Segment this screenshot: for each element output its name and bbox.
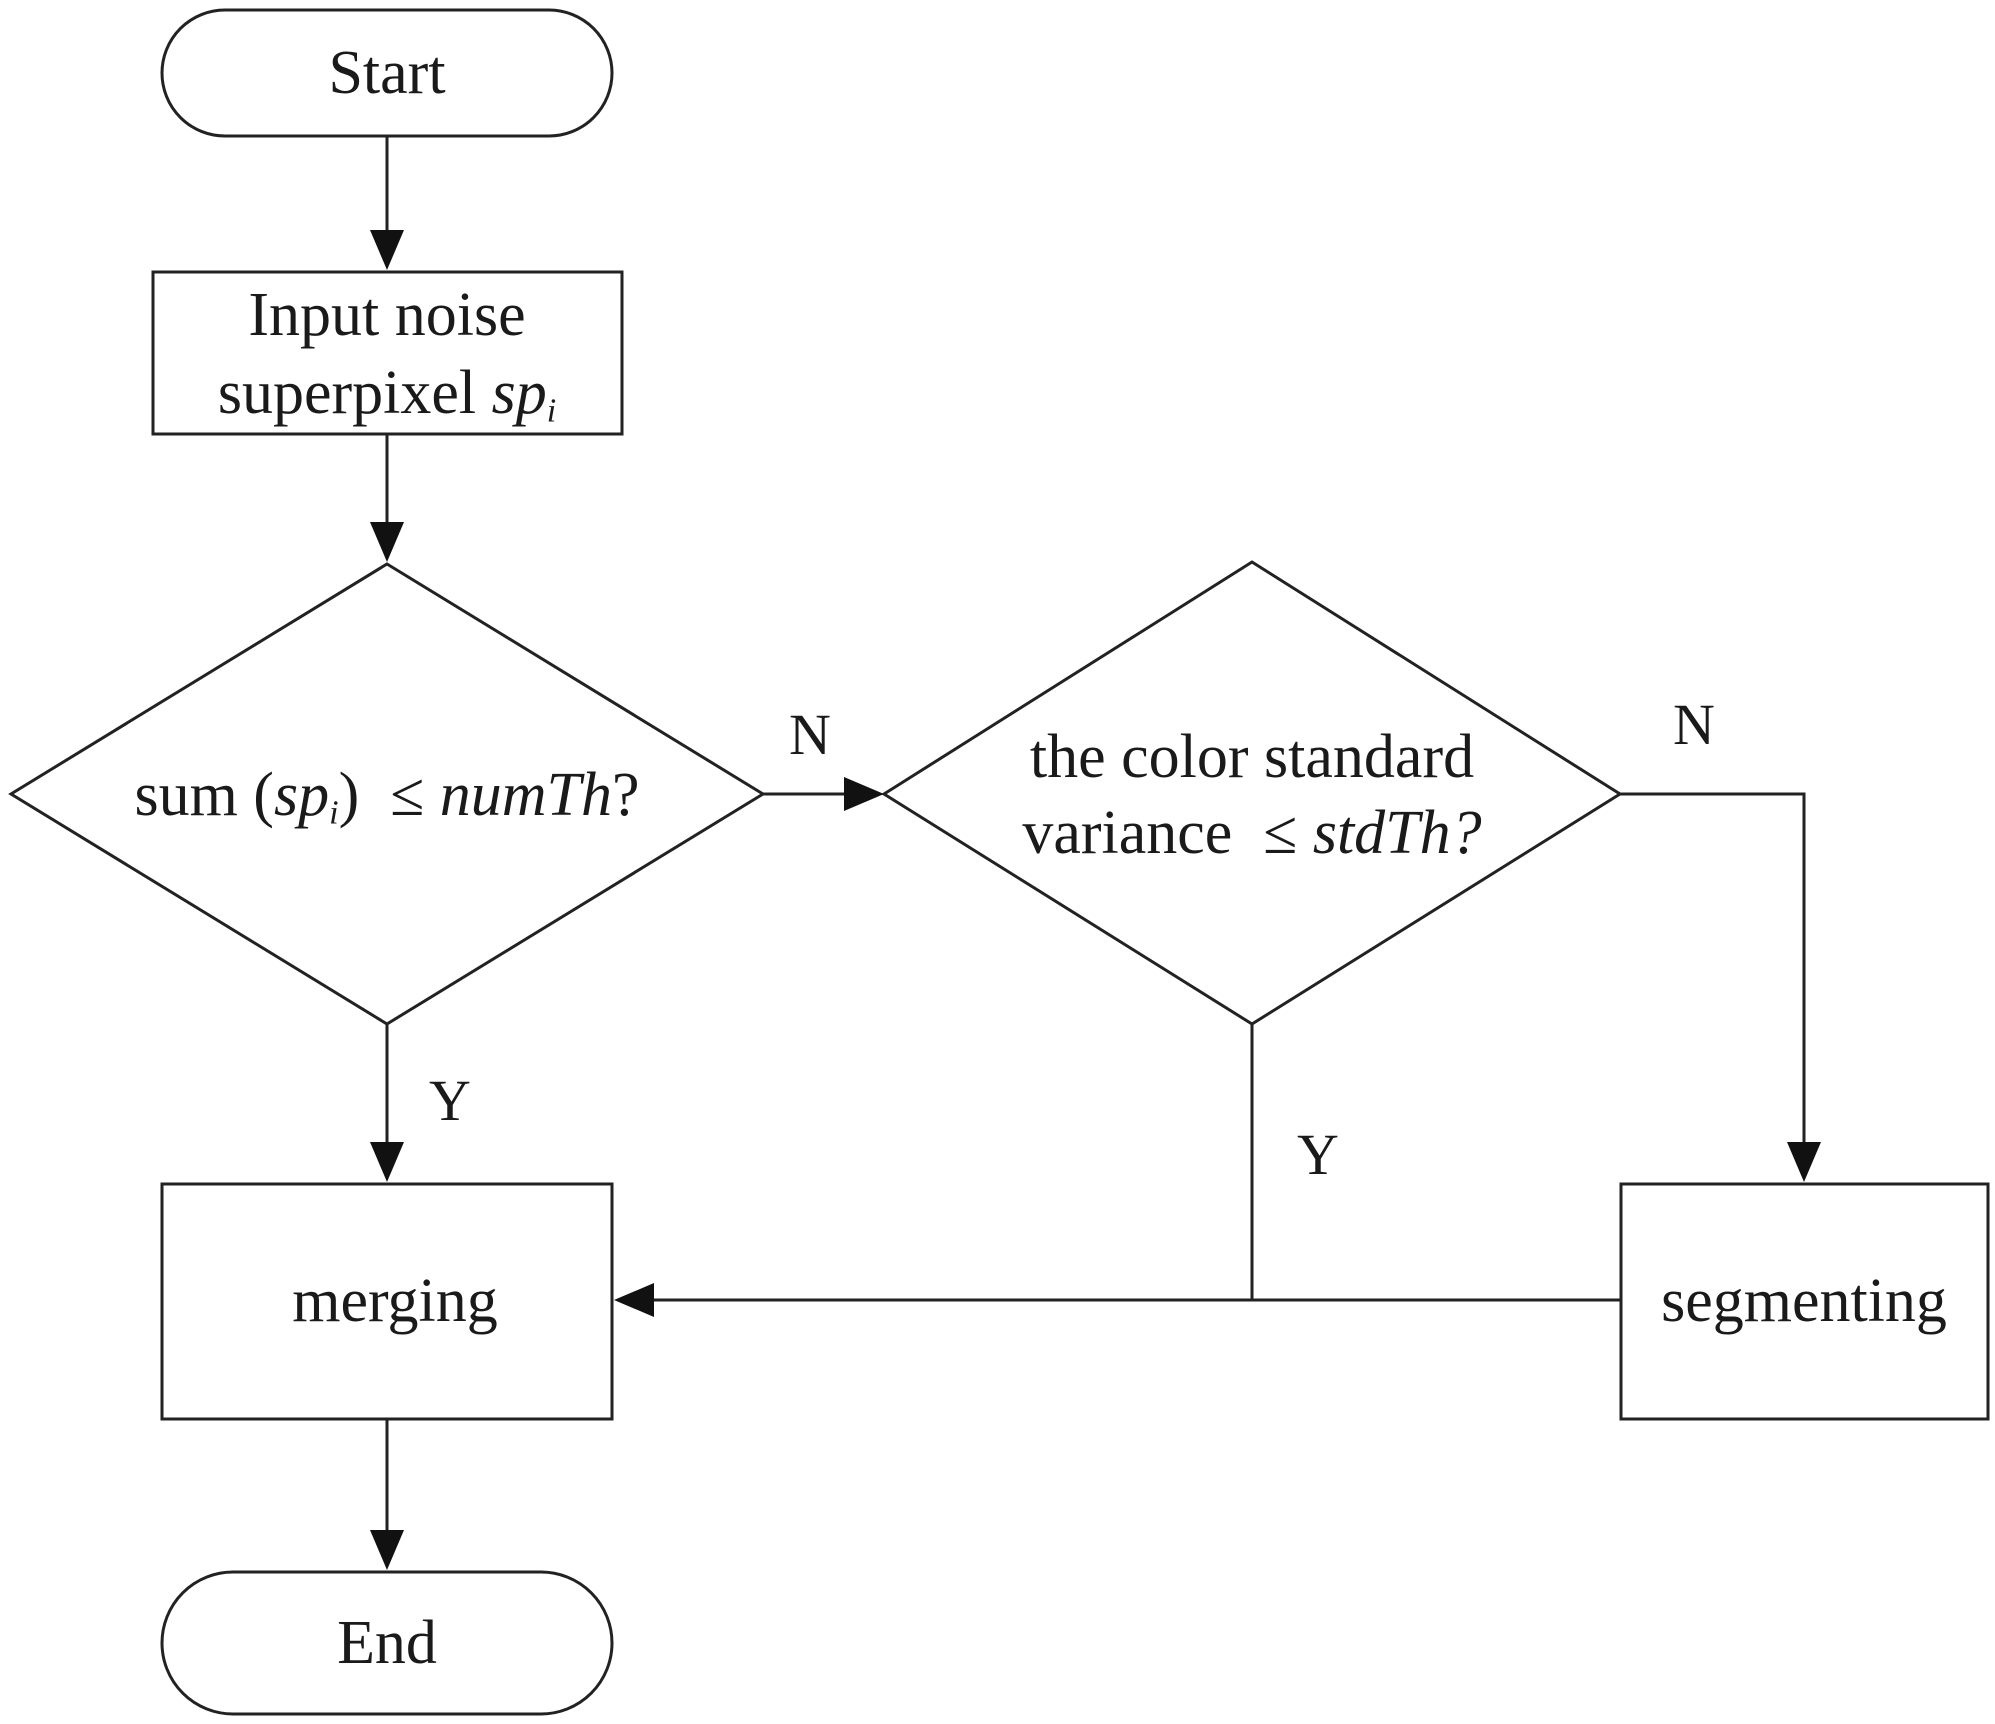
arrowhead-merging-side bbox=[614, 1283, 654, 1317]
arrowhead-input bbox=[370, 230, 404, 270]
decision-variance-operator: ≤ bbox=[1263, 799, 1298, 867]
start-label: Start bbox=[328, 39, 446, 107]
decision-count-variable: sp bbox=[273, 761, 330, 829]
decision-count-operator: ≤ bbox=[390, 761, 425, 829]
merging-label: merging bbox=[292, 1267, 498, 1335]
input-label-line1: Input noise bbox=[248, 281, 526, 349]
input-process-box bbox=[151, 270, 624, 436]
input-label-text: superpixel bbox=[217, 359, 492, 427]
decision-variance-diamond bbox=[881, 560, 1623, 1026]
decision-count-subscript: i bbox=[329, 794, 339, 832]
decision-variance-threshold: stdTh? bbox=[1312, 799, 1482, 867]
arrowhead-decision1 bbox=[370, 522, 404, 562]
decision-variance-label-line1: the color standard bbox=[1029, 723, 1475, 791]
end-terminator bbox=[160, 1570, 614, 1716]
branch-label-d2-yes: Y bbox=[1297, 1122, 1339, 1187]
connector-decision2-segmenting bbox=[1620, 792, 1806, 1144]
arrowhead-merging-top bbox=[370, 1142, 404, 1182]
branch-label-d1-yes: Y bbox=[429, 1068, 471, 1133]
decision-variance-label-line2: variance ≤ stdTh? bbox=[1022, 802, 1481, 864]
segmenting-label: segmenting bbox=[1661, 1267, 1947, 1335]
end-label: End bbox=[337, 1609, 437, 1677]
decision-count-label: sum (spi) ≤ numTh? bbox=[134, 764, 639, 831]
arrowhead-end bbox=[370, 1530, 404, 1570]
decision-count-fn: sum ( bbox=[134, 761, 274, 829]
input-variable-subscript: i bbox=[546, 392, 557, 430]
arrowhead-decision2 bbox=[844, 777, 884, 811]
input-label-line2: superpixel spi bbox=[218, 362, 556, 429]
decision-count-threshold: numTh bbox=[439, 761, 613, 829]
decision-count-close: ) bbox=[338, 761, 360, 829]
input-variable: sp bbox=[491, 359, 547, 427]
decision-variance-text: variance bbox=[1022, 799, 1248, 867]
arrowhead-segmenting bbox=[1787, 1142, 1821, 1182]
decision-count-question: ? bbox=[612, 761, 640, 829]
branch-label-d1-no: N bbox=[789, 702, 831, 767]
branch-label-d2-no: N bbox=[1673, 692, 1715, 757]
merging-process-box bbox=[160, 1182, 614, 1421]
